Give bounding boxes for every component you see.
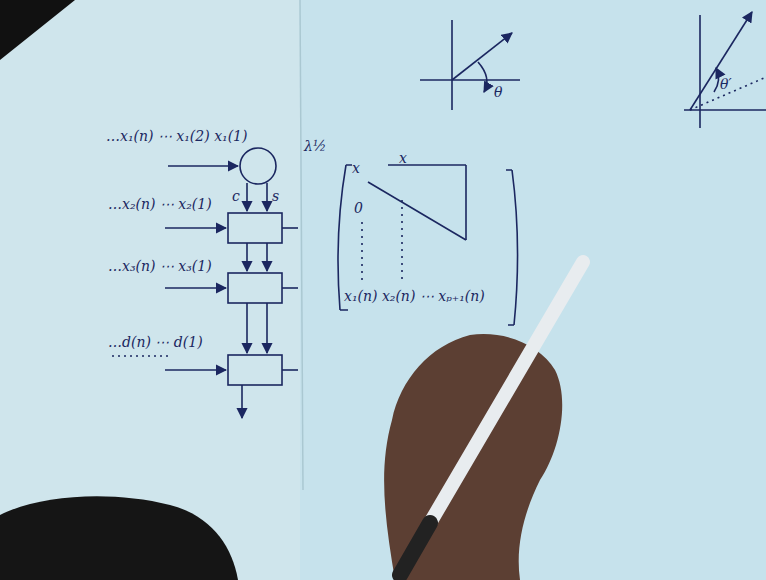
angle-arc [714,68,719,92]
factor-label: λ½ [304,138,326,154]
dark-corner [0,0,75,60]
angle-label: θ′ [720,76,732,92]
hair [0,496,238,580]
rotation-arrow [266,243,268,271]
axis [684,109,766,111]
dotted-line [361,222,363,282]
rotation-arrow [246,303,248,353]
matrix-row: x₁(n) x₂(n) ⋯ xₚ₊₁(n) [344,288,485,304]
sheet-edge [300,0,303,490]
triangle-edge [465,165,467,240]
axis [420,79,520,81]
rotation-arrow [266,303,268,353]
internal-cell [228,355,282,385]
dotted-line [112,355,170,357]
matrix-entry: x [352,160,360,176]
cell-output [282,287,298,289]
boundary-cell [240,148,276,184]
input-arrow [168,165,238,167]
matrix-bracket [506,170,518,325]
triangle-edge [368,182,466,240]
input-arrow [165,287,226,289]
paper-sheet [300,0,766,580]
stream-label: …x₂(n) ⋯ x₂(1) [108,196,212,212]
output-arrow [241,385,243,418]
internal-cell [228,213,282,243]
stream-label: …x₃(n) ⋯ x₃(1) [108,258,212,274]
cell-output [282,369,298,371]
matrix-entry: x [399,150,407,166]
input-arrow [165,369,226,371]
dotted-line [401,200,403,282]
vector-arrow [690,12,752,110]
angle-label: θ [494,84,502,100]
input-arrow [165,227,226,229]
rotation-arrow [246,243,248,271]
signal-label: c [232,188,240,204]
internal-cell [228,273,282,303]
signal-label: s [272,188,279,204]
axis [451,20,453,110]
cell-output [282,227,298,229]
stream-label: …d(n) ⋯ d(1) [108,334,203,350]
rotation-arrow [246,183,248,211]
axis [699,15,701,128]
matrix-entry: 0 [354,200,363,216]
pen-grip [400,523,430,575]
stream-label: …x₁(n) ⋯ x₁(2) x₁(1) [106,128,247,144]
angle-arc [478,62,487,92]
vector-arrow [452,33,512,80]
rotation-arrow [266,183,268,211]
